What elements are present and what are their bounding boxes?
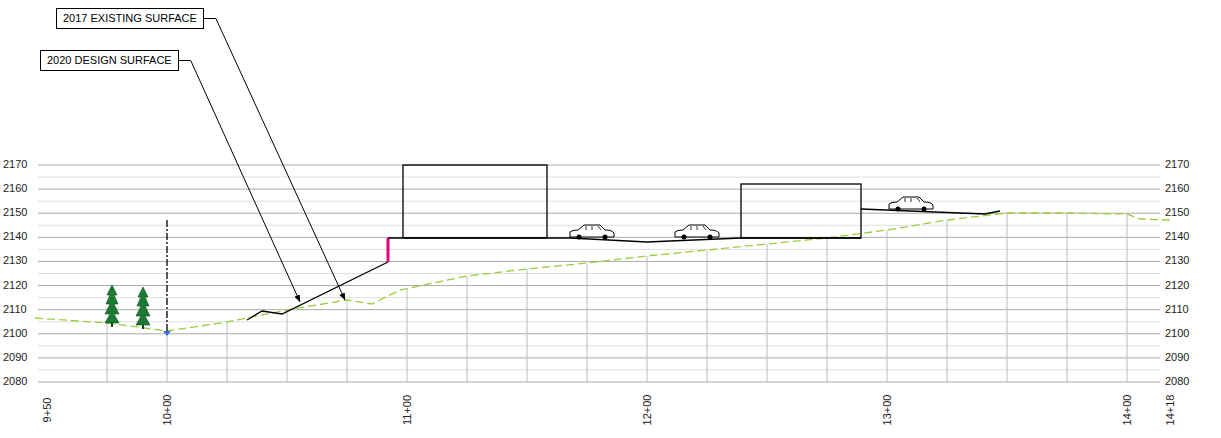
station-line bbox=[1067, 213, 1068, 382]
leader-lines bbox=[179, 19, 345, 303]
station-line bbox=[407, 289, 408, 382]
station-label: 14+00 bbox=[1121, 394, 1134, 427]
elevation-label: 2160 bbox=[2, 182, 28, 195]
elevation-line bbox=[38, 309, 1160, 310]
elevation-label: 2160 bbox=[1164, 182, 1190, 195]
station-label: 12+00 bbox=[641, 394, 654, 427]
station-line bbox=[287, 310, 288, 382]
callout-box: 2017 EXISTING SURFACE bbox=[56, 8, 204, 29]
elevation-line bbox=[38, 249, 1160, 250]
elevation-label: 2080 bbox=[1164, 375, 1190, 388]
elevation-label: 2170 bbox=[2, 158, 28, 171]
grid-lines bbox=[38, 165, 1160, 382]
design-surface bbox=[247, 262, 388, 320]
elevation-line bbox=[38, 201, 1160, 202]
callout-text: 2017 EXISTING SURFACE bbox=[63, 12, 197, 25]
station-line bbox=[587, 263, 588, 382]
elevation-label: 2080 bbox=[2, 375, 28, 388]
retaining-wall bbox=[387, 238, 390, 262]
station-line bbox=[227, 322, 228, 382]
station-line bbox=[947, 220, 948, 382]
centerline bbox=[166, 220, 167, 333]
tree bbox=[136, 287, 150, 329]
elevation-line bbox=[38, 177, 1160, 178]
station-line bbox=[167, 331, 168, 382]
station-line bbox=[467, 276, 468, 382]
station-line bbox=[887, 230, 888, 382]
tree bbox=[105, 285, 119, 327]
elevation-line bbox=[38, 345, 1160, 346]
station-line bbox=[107, 323, 108, 382]
station-line bbox=[767, 244, 768, 382]
elevation-line bbox=[38, 189, 1160, 190]
elevation-line bbox=[38, 333, 1160, 334]
station-line bbox=[647, 256, 648, 382]
station-label: 13+00 bbox=[881, 394, 894, 427]
elevation-line bbox=[38, 381, 1160, 382]
elevation-label: 2100 bbox=[2, 327, 28, 340]
elevation-label: 2130 bbox=[1164, 254, 1190, 267]
elevation-line bbox=[38, 273, 1160, 274]
elevation-label: 2150 bbox=[2, 206, 28, 219]
elevation-label: 2090 bbox=[1164, 351, 1190, 364]
building bbox=[403, 165, 547, 238]
elevation-label: 2130 bbox=[2, 254, 28, 267]
station-line bbox=[1127, 214, 1128, 382]
elevation-label: 2100 bbox=[1164, 327, 1190, 340]
leader-line bbox=[179, 61, 300, 303]
elevation-line bbox=[38, 165, 1160, 166]
station-label: 9+50 bbox=[41, 397, 54, 424]
station-label: 14+18 bbox=[1164, 394, 1177, 427]
upper-deck bbox=[861, 209, 1000, 214]
elevation-line bbox=[38, 321, 1160, 322]
elevation-line bbox=[38, 285, 1160, 286]
elevation-line bbox=[38, 369, 1160, 370]
elevation-label: 2150 bbox=[1164, 206, 1190, 219]
station-label: 10+00 bbox=[161, 394, 174, 427]
elevation-label: 2120 bbox=[2, 279, 28, 292]
elevation-label: 2090 bbox=[2, 351, 28, 364]
car bbox=[889, 197, 933, 212]
callout-box: 2020 DESIGN SURFACE bbox=[40, 50, 179, 71]
water-symbol bbox=[163, 331, 171, 336]
elevation-label: 2110 bbox=[1164, 303, 1190, 316]
elevation-label: 2140 bbox=[2, 230, 28, 243]
elevation-line bbox=[38, 357, 1160, 358]
elevation-label: 2170 bbox=[1164, 158, 1190, 171]
elevation-label: 2140 bbox=[1164, 230, 1190, 243]
elevation-label: 2110 bbox=[2, 303, 28, 316]
station-line bbox=[1007, 213, 1008, 382]
car bbox=[675, 225, 719, 240]
station-line bbox=[707, 250, 708, 382]
leader-line bbox=[204, 19, 345, 301]
elevation-line bbox=[38, 297, 1160, 298]
callout-text: 2020 DESIGN SURFACE bbox=[47, 54, 172, 67]
elevation-line bbox=[38, 261, 1160, 262]
station-line bbox=[827, 238, 828, 382]
station-label: 11+00 bbox=[401, 394, 414, 426]
existing-surface bbox=[35, 213, 1170, 331]
station-line bbox=[347, 300, 348, 382]
station-line bbox=[527, 269, 528, 382]
car bbox=[570, 225, 614, 240]
building bbox=[741, 184, 861, 238]
elevation-label: 2120 bbox=[1164, 279, 1190, 292]
